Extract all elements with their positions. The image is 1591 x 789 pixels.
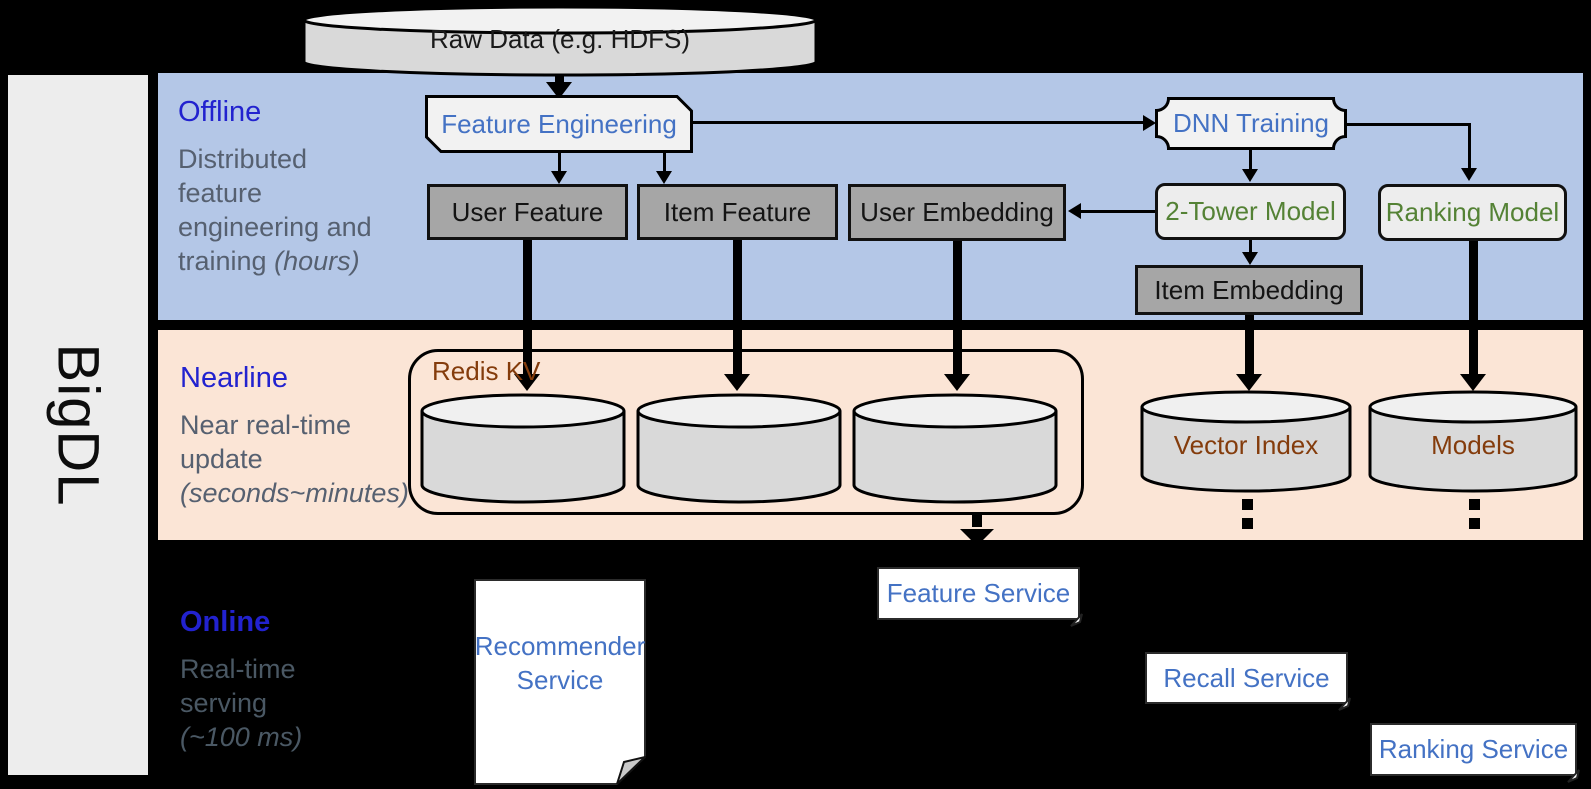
arrow-itemembedding-to-vectorindex-stem bbox=[1245, 315, 1254, 376]
arrow-dnn-to-rankingmodel-hstem bbox=[1347, 123, 1470, 126]
ranking-service-node: Ranking Service bbox=[1370, 723, 1577, 776]
arrow-itemembedding-to-vectorindex-head bbox=[1236, 374, 1262, 391]
offline-duration: (hours) bbox=[274, 246, 360, 277]
online-duration: (~100 ms) bbox=[180, 722, 303, 753]
arrow-fe-to-dnn-stem bbox=[693, 121, 1143, 124]
dash-vectorindex-2 bbox=[1242, 518, 1253, 529]
user-feature-node: User Feature bbox=[427, 184, 628, 240]
arrow-dnn-to-twotower-stem bbox=[1249, 150, 1252, 171]
offline-description-text: Distributed feature engineering and trai… bbox=[178, 144, 372, 277]
arrow-userfeature-to-kv-stem bbox=[523, 240, 532, 376]
recall-service-node: Recall Service bbox=[1145, 652, 1348, 704]
recall-service-fold-icon bbox=[1338, 697, 1351, 711]
nearline-description-text: Near real-time update bbox=[180, 410, 352, 475]
models-cylinder-icon bbox=[1368, 390, 1578, 493]
arrow-dnn-to-twotower-head bbox=[1242, 169, 1258, 182]
arrow-dnn-to-rankingmodel-vstem bbox=[1468, 123, 1471, 169]
nearline-duration: (seconds~minutes) bbox=[180, 478, 409, 509]
bigdl-logo: BigDL bbox=[45, 343, 111, 507]
arrow-itemfeature-to-kv-stem bbox=[733, 240, 742, 376]
ranking-model-node: Ranking Model bbox=[1378, 184, 1567, 241]
recommender-service-doc-shape bbox=[474, 579, 646, 785]
vector-index-cylinder-icon bbox=[1140, 390, 1352, 493]
two-tower-model-node: 2-Tower Model bbox=[1155, 183, 1346, 240]
arrow-rawdata-to-fe-head bbox=[546, 82, 572, 99]
vector-index-label: Vector Index bbox=[1173, 430, 1319, 460]
kv-cylinder-3-icon bbox=[852, 393, 1058, 504]
dash-kv-to-featureservice-head bbox=[960, 529, 994, 546]
ranking-service-fold-icon bbox=[1567, 769, 1580, 783]
online-description-text: Real-time serving bbox=[180, 654, 296, 719]
arrow-twotower-to-userembedding-stem bbox=[1081, 210, 1155, 213]
nearline-title: Nearline bbox=[180, 362, 288, 394]
kv-cylinder-1-icon bbox=[420, 393, 626, 504]
arrow-userembedding-to-kv-head bbox=[944, 374, 970, 391]
arrow-fe-to-dnn-head bbox=[1143, 115, 1156, 131]
kv-cylinder-2-icon bbox=[636, 393, 842, 504]
arrow-fe-to-userfeature-stem bbox=[558, 153, 561, 171]
offline-description: Distributed feature engineering and trai… bbox=[178, 142, 396, 278]
bigdl-sidebar: BigDL bbox=[8, 75, 148, 775]
arrow-rawdata-to-fe-stem bbox=[555, 74, 564, 83]
online-description: Real-time serving (~100 ms) bbox=[180, 652, 342, 754]
arrow-fe-to-itemfeature-stem bbox=[663, 153, 666, 171]
dash-models-2 bbox=[1469, 518, 1480, 529]
user-embedding-node: User Embedding bbox=[848, 184, 1066, 241]
dash-models-1 bbox=[1469, 499, 1480, 510]
redis-kv-label: Redis KV bbox=[432, 356, 541, 386]
arrow-twotower-to-itemembedding-head bbox=[1242, 252, 1258, 265]
arrow-dnn-to-rankingmodel-head bbox=[1461, 168, 1477, 181]
dash-kv-to-featureservice bbox=[972, 514, 982, 527]
arrow-fe-to-itemfeature-head bbox=[656, 171, 672, 184]
dnn-training-shape bbox=[1155, 97, 1347, 150]
dnn-training-node: DNN Training bbox=[1172, 108, 1330, 138]
dash-vectorindex-1 bbox=[1242, 499, 1253, 510]
nearline-description: Near real-time update (seconds~minutes) bbox=[180, 408, 432, 510]
arrow-twotower-to-itemembedding-stem bbox=[1249, 240, 1252, 254]
feature-engineering-shape bbox=[425, 95, 693, 153]
online-title: Online bbox=[180, 606, 271, 638]
arrow-userembedding-to-kv-stem bbox=[953, 241, 962, 376]
feature-engineering-node: Feature Engineering bbox=[441, 108, 677, 139]
models-label: Models bbox=[1431, 430, 1515, 460]
arrow-rankingmodel-to-models-head bbox=[1460, 374, 1486, 391]
recommender-service-node: Recommender Service bbox=[474, 631, 646, 695]
offline-title: Offline bbox=[178, 96, 262, 128]
item-feature-node: Item Feature bbox=[637, 184, 838, 240]
arrow-rankingmodel-to-models-stem bbox=[1469, 241, 1478, 376]
redis-kv-container bbox=[408, 349, 1084, 515]
item-embedding-node: Item Embedding bbox=[1135, 265, 1363, 315]
raw-data-label: Raw Data (e.g. HDFS) bbox=[429, 24, 691, 54]
arrow-twotower-to-userembedding-head bbox=[1068, 203, 1081, 219]
arrow-fe-to-userfeature-head bbox=[551, 171, 567, 184]
arrow-itemfeature-to-kv-head bbox=[724, 374, 750, 391]
arrow-userfeature-to-kv-head bbox=[514, 374, 540, 391]
feature-service-fold-icon bbox=[1070, 613, 1083, 627]
feature-service-node: Feature Service bbox=[877, 567, 1080, 620]
